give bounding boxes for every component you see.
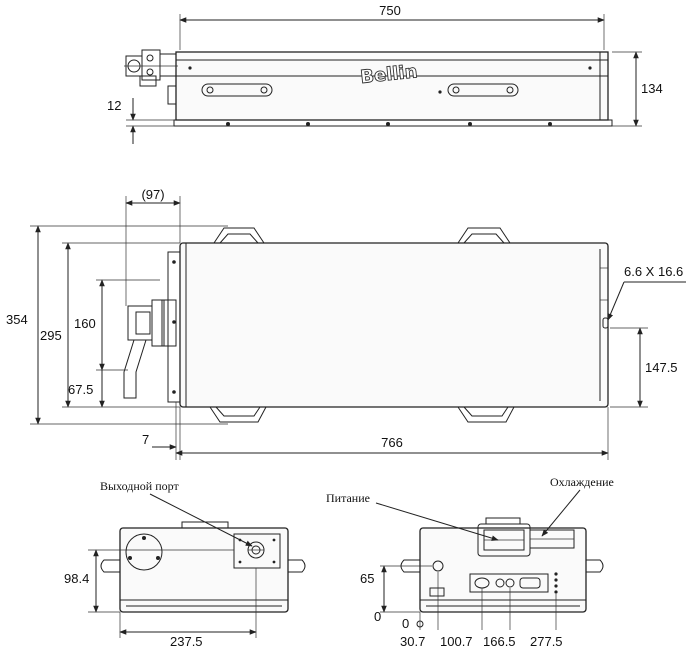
rear-side-handle-right [586,559,604,573]
dim-side-length: 766 [381,435,403,450]
side-handle-bottom-right [457,406,515,423]
top-view: 750 Bellin [107,3,663,144]
rear-end-view: Питание Охлаждение 65 0 0 30.7 100.7 166… [326,475,614,649]
dim-top-height: 134 [641,81,663,96]
dim-output-port-height: 98.4 [64,571,89,586]
front-plate [167,251,181,403]
output-side-handle-left [100,559,120,573]
dim-rear-height: 65 [360,571,374,586]
bellin-logo: Bellin [359,61,419,89]
dim-body-height: 295 [40,328,62,343]
rear-port-2 [495,578,505,588]
dim-rear-zero-h: 0 [402,616,409,631]
dim-connector-height: 160 [74,316,96,331]
dim-rear-x1: 30.7 [400,634,425,649]
label-cooling: Охлаждение [550,475,614,489]
dim-slot-height: 147.5 [645,360,678,375]
top-body [175,51,609,121]
output-end-view: Выходной порт 98.4 237.5 [64,479,306,649]
top-handle-right [447,83,519,97]
side-view: (97) 354 295 160 67.5 6.6 X 16.6 147.5 7 [6,187,686,460]
rear-end-body [419,527,587,613]
output-port-box [233,533,281,569]
dim-top-length: 750 [379,3,401,18]
top-base-plate [173,119,613,127]
rear-panel [469,573,549,593]
dim-bracket: (97) [141,187,164,202]
dim-rear-zero-v: 0 [374,609,381,624]
dim-rear-x3: 166.5 [483,634,516,649]
dim-rear-x4: 277.5 [530,634,563,649]
side-handle-bottom-left [209,406,267,423]
top-output-head [124,49,178,105]
svg-text:Bellin: Bellin [359,61,418,88]
slot-mark [602,317,609,329]
dim-slot: 6.6 X 16.6 [624,264,683,279]
side-handle-top-left [213,227,265,244]
output-top-lug [181,521,229,529]
label-output-port: Выходной порт [100,479,179,493]
side-connector [123,299,165,399]
label-power: Питание [326,491,370,505]
side-handle-top-right [457,227,511,244]
dim-offset: 7 [142,432,149,447]
dim-connector-offset: 67.5 [68,382,93,397]
rear-knob [432,560,444,572]
cooling-connector [529,529,575,549]
rear-port-4 [519,577,541,589]
top-handle-left [201,83,273,97]
rear-port-3 [505,578,515,588]
dim-total-height: 354 [6,312,28,327]
dim-output-width: 237.5 [170,634,203,649]
dim-rear-x2: 100.7 [440,634,473,649]
output-side-handle-right [288,559,306,573]
side-body [179,242,609,408]
rear-small-port [429,587,445,597]
bracket [161,299,177,347]
dim-top-foot: 12 [107,98,121,113]
fan-circle [125,533,163,571]
